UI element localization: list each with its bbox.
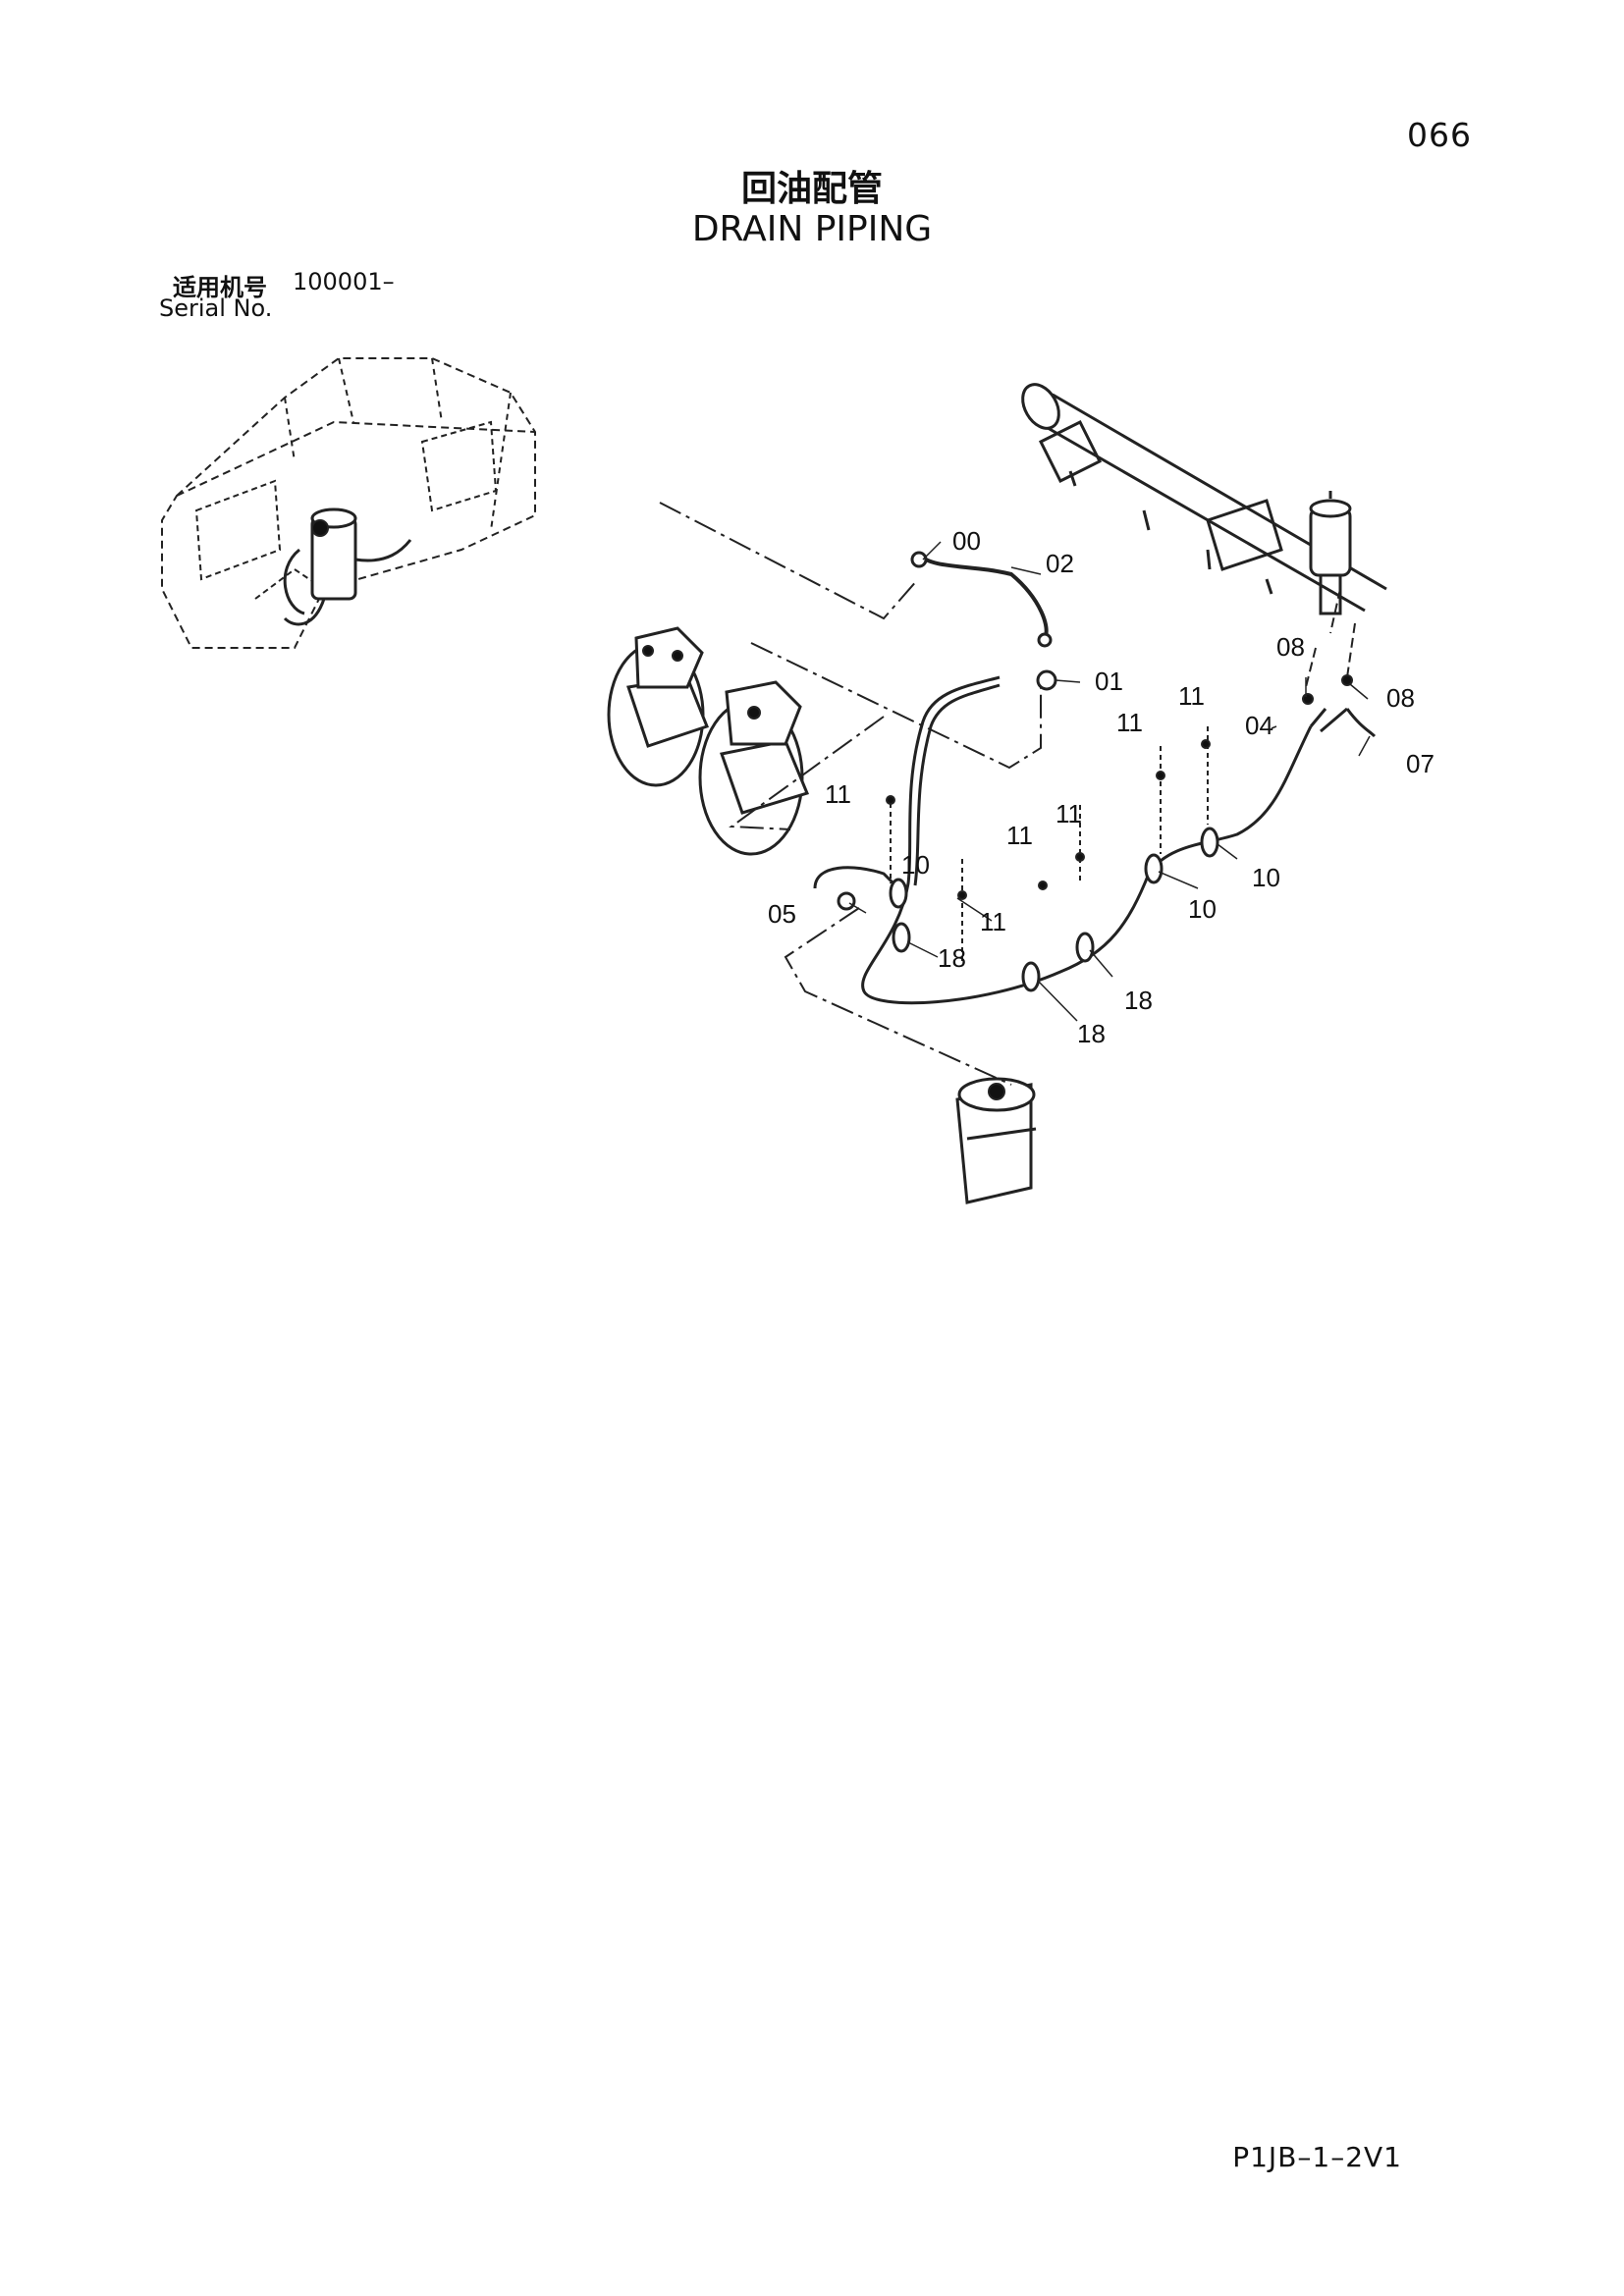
serial-range: 100001–: [293, 268, 395, 295]
callout-08-upper: 08: [1276, 632, 1305, 662]
callout-10-right: 10: [1252, 863, 1280, 892]
callout-04: 04: [1245, 711, 1273, 740]
serial-label-chinese: 适用机号: [173, 274, 267, 301]
page-number: 066: [1407, 116, 1472, 154]
callout-05: 05: [768, 899, 796, 929]
callout-18-left: 18: [938, 943, 966, 973]
document-code: P1JB–1–2V1: [1232, 2141, 1402, 2173]
callout-00: 00: [952, 526, 981, 556]
callout-02: 02: [1046, 549, 1074, 578]
machine-overview-illustration: [161, 357, 536, 649]
callout-11-lower: 11: [980, 907, 1006, 936]
callout-11-top-mid: 11: [1116, 708, 1143, 737]
callout-11-center-left: 11: [1006, 821, 1033, 850]
callout-01: 01: [1095, 667, 1123, 696]
callout-11-left: 11: [825, 779, 851, 809]
callout-18-right: 18: [1124, 986, 1153, 1015]
callout-08-right: 08: [1386, 683, 1415, 713]
serial-label-english: Serial No.: [159, 294, 273, 322]
callout-10-center: 10: [1188, 894, 1217, 924]
callout-10-left: 10: [901, 850, 930, 880]
page-title-english: DRAIN PIPING: [691, 209, 933, 249]
page-title-chinese: 回油配管: [740, 169, 883, 209]
callout-07: 07: [1406, 749, 1435, 778]
callout-18-bottom: 18: [1077, 1019, 1106, 1048]
callout-11-center: 11: [1056, 799, 1082, 828]
part-callouts: 00 02 01 08 08 11 11 04 07 11 11 11 10 1…: [768, 526, 1435, 1048]
main-hydraulic-illustration: [607, 383, 1387, 1204]
callout-11-top-right: 11: [1178, 681, 1205, 711]
